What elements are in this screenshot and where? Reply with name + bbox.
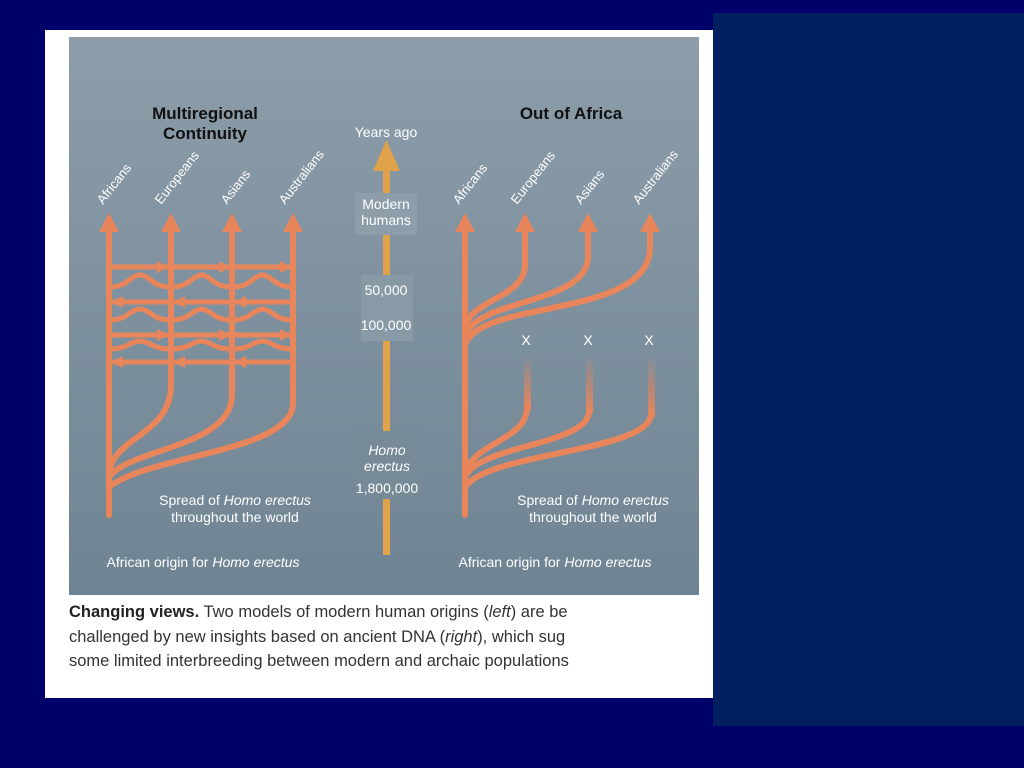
right-spread-line2: throughout the world [529,509,657,525]
flow-arrowhead [280,329,292,341]
arrowhead-australians [640,213,660,232]
timeline-mark-1800000: 1,800,000 [356,480,418,496]
left-title-line1: Multiregional [152,104,258,123]
timeline-mark-50000: 50,000 [365,282,408,298]
branch-asians [106,224,235,480]
arrowhead-europeans [161,213,181,232]
archaic-asia [462,409,592,480]
timeline-modern-line2: humans [361,212,411,228]
left-spread-line1: Spread of Homo erectus [159,492,311,508]
modern-asians [462,224,591,340]
extinct-lineage-fades [524,355,655,417]
modern-australians [462,224,653,348]
flow-arrowhead [280,261,292,273]
caption-line-2: challenged by new insights based on anci… [69,627,566,646]
arrowhead-europeans [515,213,535,232]
left-origin-label: African origin for Homo erectus [107,554,300,570]
branch-australians [106,224,296,490]
right-title: Out of Africa [520,104,623,123]
flow-arrowhead [219,261,231,273]
multiregional-arrowheads [99,213,303,368]
timeline-homo-line1: Homo [368,442,406,458]
arrowhead-africans [455,213,475,232]
flow-arrowhead [111,356,123,368]
side-panel [713,13,1024,726]
flow-arrowhead [234,356,246,368]
timeline-modern-line1: Modern [362,196,409,212]
timeline-label-backdrop-top [355,193,417,235]
arrowhead-asians [578,213,598,232]
arrowhead-asians [222,213,242,232]
timeline [353,140,421,555]
extinct-marker-australia: X [644,332,654,348]
figure-card: Multiregional Continuity Africans Europe… [45,30,713,698]
timeline-arrowhead [373,140,400,171]
timeline-label-backdrop-mid [361,275,413,341]
faded-lineage-europe [524,355,531,410]
flow-arrowhead [157,329,169,341]
branch-europeans [106,224,174,480]
flow-arrowhead [219,329,231,341]
timeline-mark-100000: 100,000 [361,317,412,333]
arrowhead-africans [99,213,119,232]
extinct-marker-asia: X [583,332,593,348]
flow-arrowhead [157,261,169,273]
arrowhead-australians [283,213,303,232]
human-origins-diagram: Multiregional Continuity Africans Europe… [69,37,699,595]
timeline-homo-line2: erectus [364,458,410,474]
flow-arrowhead [173,296,185,308]
right-spread-line1: Spread of Homo erectus [517,492,669,508]
caption-line-1: Changing views. Two models of modern hum… [69,603,568,621]
gene-flow-loops [106,272,296,352]
figure-caption: Changing views. Two models of modern hum… [69,600,713,674]
modern-europeans [462,224,528,332]
right-origin-label: African origin for Homo erectus [459,554,652,570]
flow-arrowhead [234,296,246,308]
archaic-australia [462,412,654,490]
left-spread-line2: throughout the world [171,509,299,525]
timeline-label: Years ago [355,124,418,140]
caption-lead: Changing views. [69,603,200,621]
caption-line-3: some limited interbreeding between moder… [69,652,569,670]
faded-lineage-asia [586,355,593,413]
extinct-marker-europe: X [521,332,531,348]
timeline-label-backdrop-bottom [353,431,421,499]
left-title-line2: Continuity [163,124,248,143]
out-of-africa-arrowheads [455,213,660,232]
flow-arrowhead [173,356,185,368]
faded-lineage-australia [648,355,655,417]
multiregional-tree [106,224,296,518]
flow-arrowhead [111,296,123,308]
timeline-shaft [383,165,390,555]
out-of-africa-tree [462,224,654,518]
archaic-europe [462,404,530,480]
